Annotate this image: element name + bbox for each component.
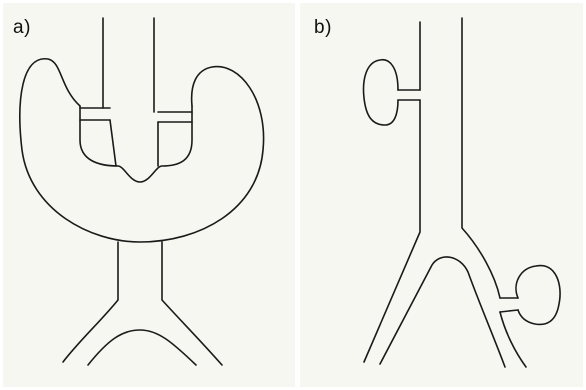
panel-b: b) <box>300 3 583 387</box>
aorta-mid-left-wall <box>110 120 116 166</box>
upper-kidney-outline <box>364 60 398 125</box>
aorta-lower-right-wall <box>162 242 222 365</box>
aorta-crotch <box>380 257 505 367</box>
aorta-crotch <box>88 330 196 365</box>
lower-kidney-outline <box>516 266 560 325</box>
kidney-inner-outline <box>80 106 192 182</box>
aorta-lower-right-wall <box>500 312 526 367</box>
aorta-lower-left-wall <box>63 242 118 362</box>
horseshoe-kidney-diagram <box>3 3 295 387</box>
lower-renal-vessel-bottom <box>500 310 518 312</box>
aorta-right-wall <box>462 18 500 298</box>
panel-a: a) <box>3 3 295 387</box>
kidney-outer-outline <box>20 59 264 242</box>
ectopic-kidney-diagram <box>300 3 583 387</box>
aorta-left-wall <box>364 100 420 362</box>
